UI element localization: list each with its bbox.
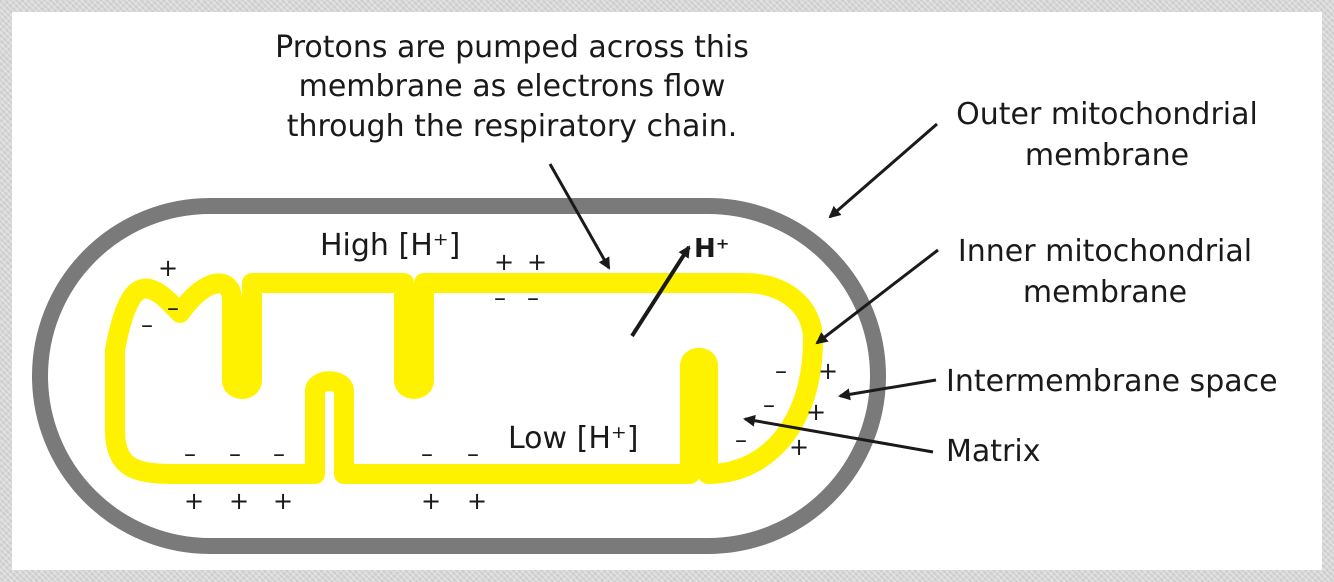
minus-sign: –	[467, 440, 479, 468]
intermembrane-space-arrow	[840, 380, 936, 396]
plus-sign: +	[818, 357, 838, 385]
minus-sign: –	[167, 294, 179, 322]
outer-membrane-arrow	[830, 124, 937, 217]
h-plus-label: H⁺	[694, 234, 729, 264]
minus-sign: –	[763, 391, 775, 419]
outer-membrane-label-line-2: membrane	[1025, 138, 1189, 173]
low-h-label: Low [H⁺]	[508, 421, 638, 456]
inner-membrane-label-line-1: Inner mitochondrial	[958, 234, 1252, 269]
minus-sign: –	[421, 440, 433, 468]
plus-sign: +	[527, 248, 547, 276]
callout-arrow	[550, 164, 609, 268]
minus-sign: –	[775, 357, 787, 385]
minus-sign: –	[184, 440, 196, 468]
intermembrane-space-label: Intermembrane space	[946, 364, 1278, 399]
inner-membrane	[115, 283, 813, 474]
outer-membrane-label-line-1: Outer mitochondrial	[956, 97, 1258, 132]
plus-sign: +	[229, 487, 249, 515]
minus-sign: –	[273, 440, 285, 468]
matrix-label: Matrix	[946, 434, 1040, 469]
high-h-label: High [H⁺]	[320, 228, 460, 263]
inner-membrane-label-line-2: membrane	[1023, 275, 1187, 310]
minus-sign: –	[141, 311, 153, 339]
minus-sign: –	[527, 284, 539, 312]
minus-sign: –	[229, 440, 241, 468]
plus-sign: +	[806, 398, 826, 426]
plus-sign: +	[494, 248, 514, 276]
plus-sign: +	[467, 487, 487, 515]
minus-sign: –	[735, 426, 747, 454]
plus-sign: +	[184, 487, 204, 515]
minus-sign: –	[494, 284, 506, 312]
plus-sign: +	[273, 487, 293, 515]
callout-line-2: membrane as electrons flow	[299, 69, 726, 104]
plus-sign: +	[421, 487, 441, 515]
callout-line-3: through the respiratory chain.	[287, 109, 738, 144]
callout-line-1: Protons are pumped across this	[275, 30, 749, 65]
plus-sign: +	[158, 254, 178, 282]
plus-sign: +	[789, 433, 809, 461]
